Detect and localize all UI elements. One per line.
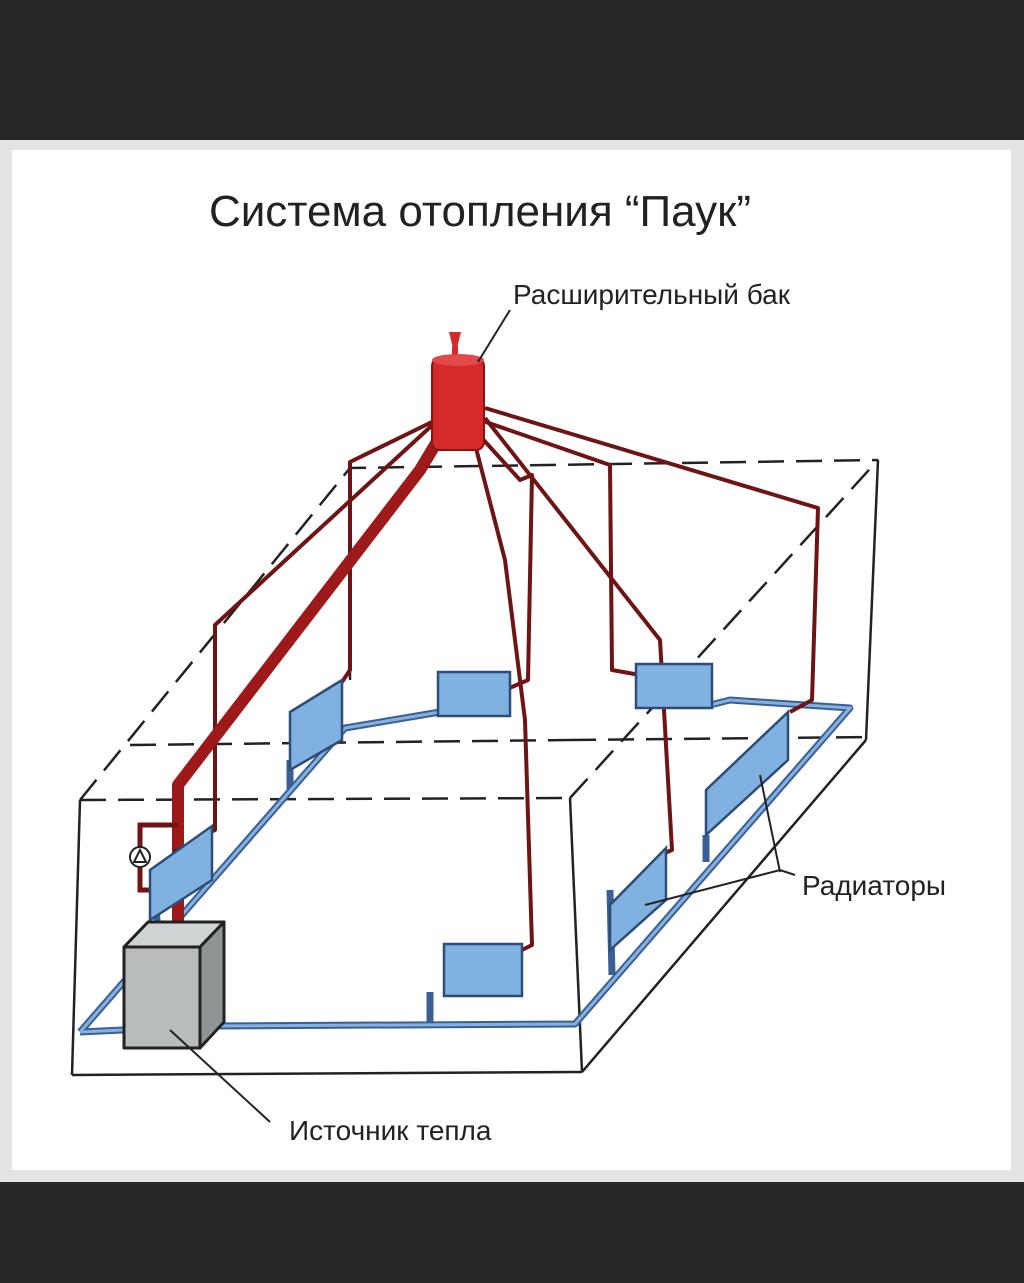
boiler — [122, 920, 226, 1050]
callout-leaders — [169, 309, 796, 1123]
main-riser — [172, 416, 456, 935]
radiator — [634, 662, 714, 710]
heat-source-label: Источник тепла — [289, 1115, 492, 1146]
expansion-tank-label: Расширительный бак — [513, 279, 791, 310]
radiator — [436, 670, 512, 718]
radiator — [608, 844, 668, 953]
radiator — [704, 709, 790, 838]
radiators-label: Радиаторы — [802, 870, 946, 901]
diagram-title: Система отопления “Паук” — [209, 187, 751, 236]
radiator — [442, 942, 524, 998]
expansion-tank — [431, 332, 485, 451]
radiator — [288, 677, 344, 773]
supply-branches — [204, 406, 820, 952]
radiator — [148, 823, 214, 923]
radiators — [148, 662, 790, 998]
